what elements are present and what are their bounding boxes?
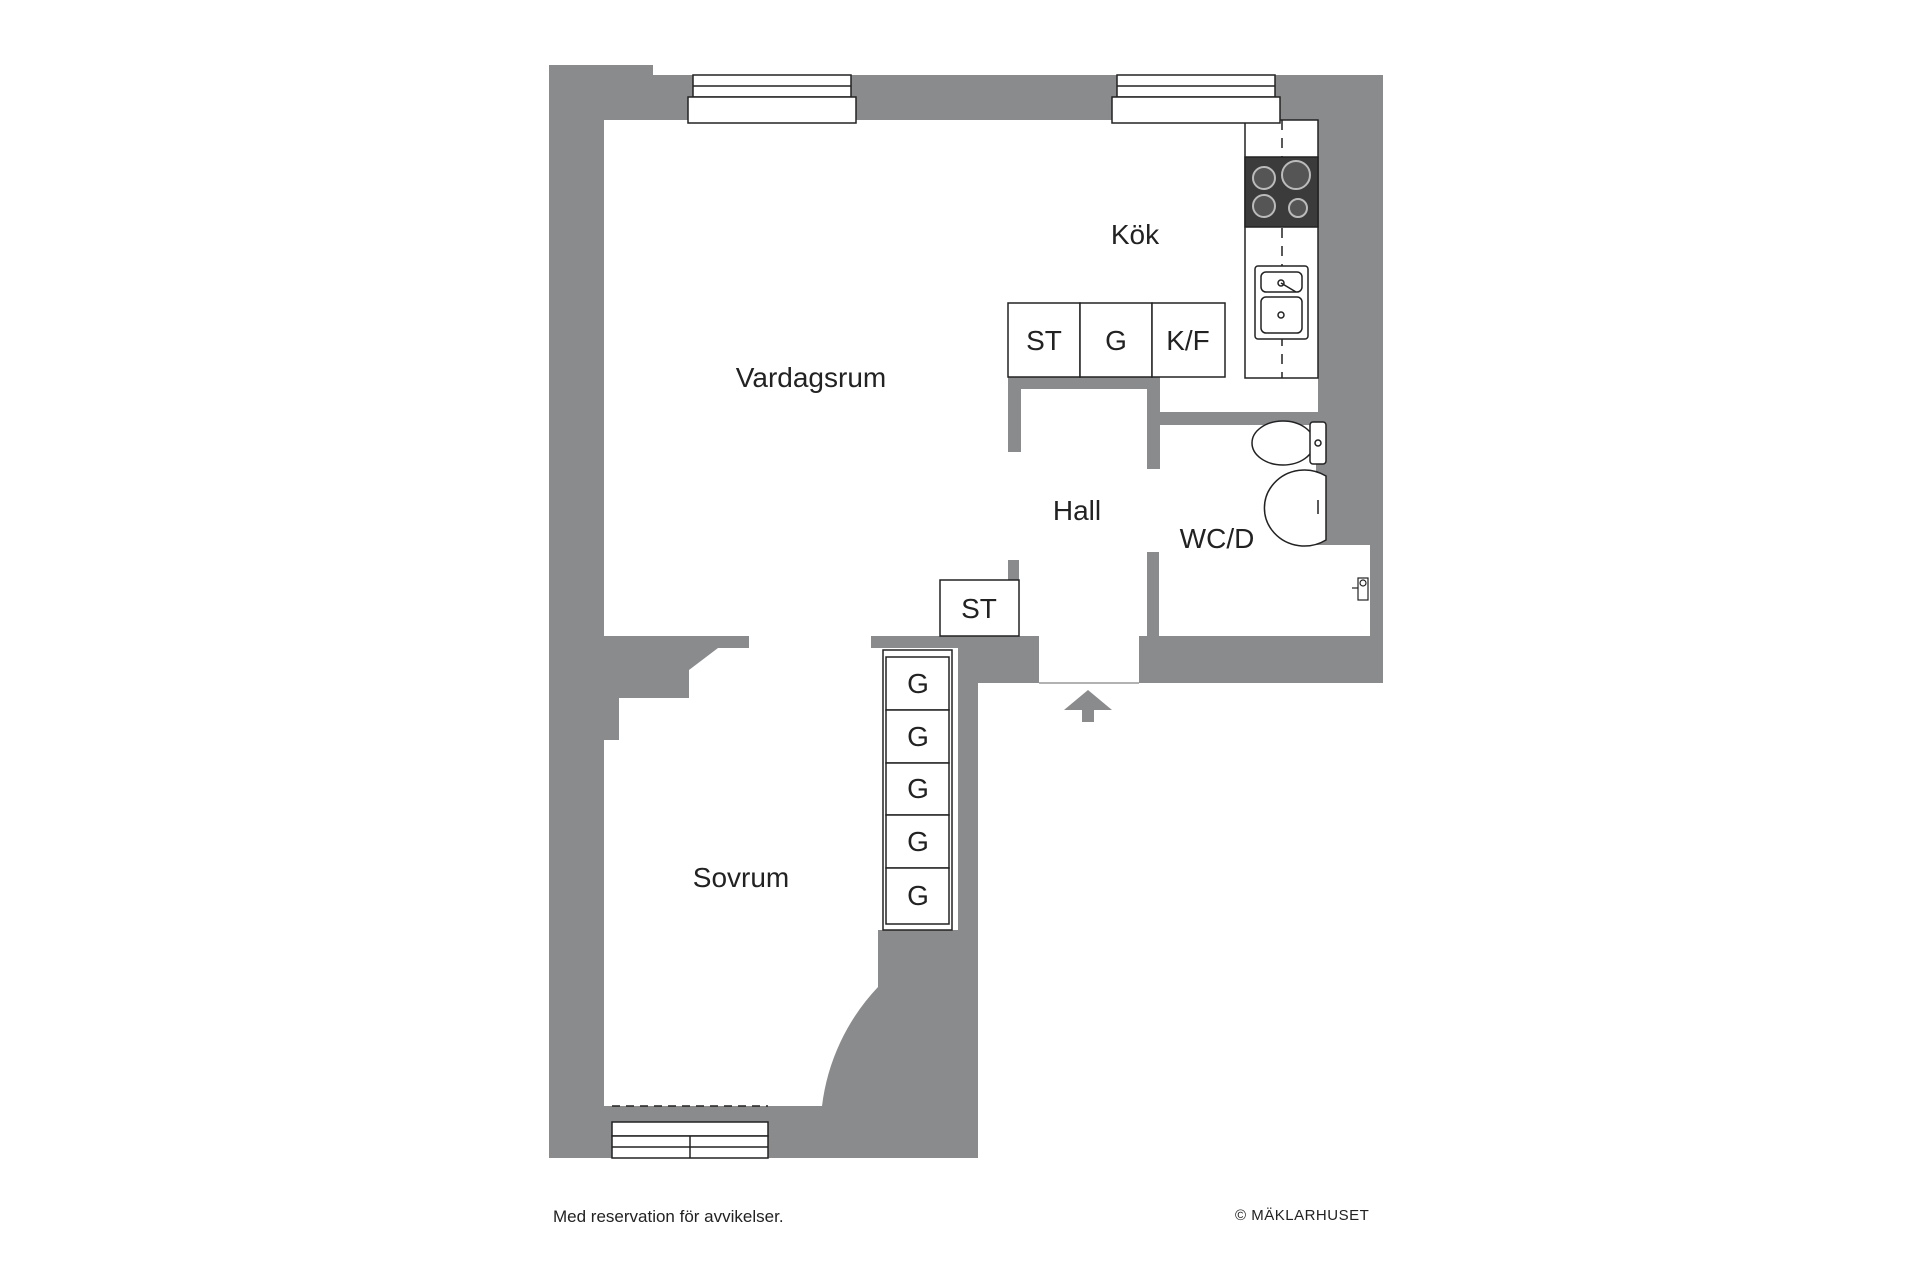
room-label-hall: Hall <box>1053 495 1101 526</box>
shower-icon <box>1352 577 1369 601</box>
washbasin-icon <box>1263 469 1327 547</box>
wardrobe-5 <box>885 867 950 925</box>
room-label-vardagsrum: Vardagsrum <box>736 362 886 393</box>
hall-st-label: ST <box>961 593 997 624</box>
kitchen-cabinets <box>1007 302 1226 378</box>
room-label-wcd: WC/D <box>1180 523 1255 554</box>
wardrobes <box>882 649 953 931</box>
disclaimer-text: Med reservation för avvikelser. <box>553 1207 784 1226</box>
wardrobe-3-label: G <box>907 773 929 804</box>
toilet-icon <box>1251 420 1327 466</box>
copyright-text: © MÄKLARHUSET <box>1235 1207 1370 1224</box>
hall-storage <box>939 579 1020 637</box>
room-label-kok: Kök <box>1111 219 1160 250</box>
room-label-sovrum: Sovrum <box>693 862 789 893</box>
entrance-opening <box>1039 636 1139 683</box>
wardrobe-1-label: G <box>907 668 929 699</box>
kitchen-g-label: G <box>1105 325 1127 356</box>
kitchen-kf-label: K/F <box>1166 325 1210 356</box>
sink-icon <box>1254 265 1309 340</box>
wardrobe-2 <box>885 709 950 764</box>
entrance-arrow-icon <box>1064 690 1112 722</box>
stove-icon <box>1244 156 1319 228</box>
wardrobe-2-label: G <box>907 721 929 752</box>
kitchen-st-label: ST <box>1026 325 1062 356</box>
window-icon <box>611 74 1281 1159</box>
wardrobe-1 <box>885 656 950 711</box>
wardrobe-4-label: G <box>907 826 929 857</box>
wardrobe-5-label: G <box>907 880 929 911</box>
